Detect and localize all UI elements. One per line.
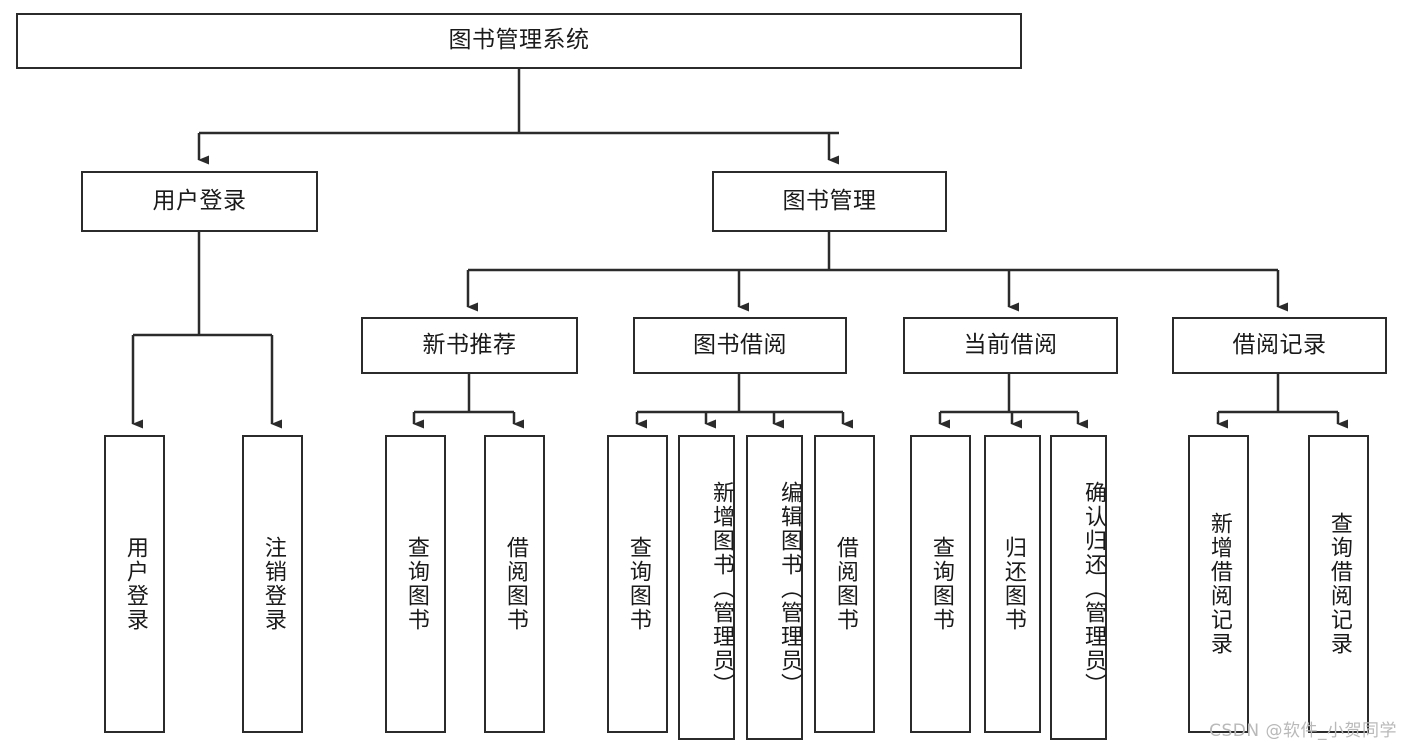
node-leaf-3[interactable]: 借阅图书 bbox=[484, 435, 545, 733]
node-label: 借阅记录 bbox=[1232, 331, 1327, 358]
node-label: 编辑图书（管理员） bbox=[777, 481, 802, 697]
node-label: 图书管理系统 bbox=[448, 27, 590, 54]
node-leaf-12[interactable]: 查询借阅记录 bbox=[1308, 435, 1369, 733]
node-level2-1[interactable]: 图书管理 bbox=[712, 171, 947, 232]
node-label: 查询图书 bbox=[625, 536, 651, 632]
node-label: 当前借阅 bbox=[963, 331, 1058, 358]
node-label: 用户登录 bbox=[152, 187, 247, 214]
node-leaf-5[interactable]: 新增图书（管理员） bbox=[678, 435, 735, 740]
node-root-图书管理系统[interactable]: 图书管理系统 bbox=[16, 13, 1022, 69]
node-leaf-8[interactable]: 查询图书 bbox=[910, 435, 971, 733]
node-leaf-2[interactable]: 查询图书 bbox=[385, 435, 446, 733]
node-leaf-9[interactable]: 归还图书 bbox=[984, 435, 1041, 733]
node-level3-0[interactable]: 新书推荐 bbox=[361, 317, 578, 374]
node-leaf-1[interactable]: 注销登录 bbox=[242, 435, 303, 733]
node-level3-3[interactable]: 借阅记录 bbox=[1172, 317, 1387, 374]
node-level2-0[interactable]: 用户登录 bbox=[81, 171, 318, 232]
node-leaf-4[interactable]: 查询图书 bbox=[607, 435, 668, 733]
node-level3-2[interactable]: 当前借阅 bbox=[903, 317, 1118, 374]
node-label: 查询图书 bbox=[928, 536, 954, 632]
node-label: 查询图书 bbox=[403, 536, 429, 632]
node-label: 新增图书（管理员） bbox=[709, 481, 734, 697]
node-leaf-10[interactable]: 确认归还（管理员） bbox=[1050, 435, 1107, 740]
csdn-watermark: CSDN @软件_小贺同学 bbox=[1209, 721, 1397, 741]
node-label: 注销登录 bbox=[260, 536, 286, 632]
node-leaf-0[interactable]: 用户登录 bbox=[104, 435, 165, 733]
node-label: 归还图书 bbox=[1000, 536, 1026, 632]
node-label: 查询借阅记录 bbox=[1326, 512, 1352, 656]
node-leaf-11[interactable]: 新增借阅记录 bbox=[1188, 435, 1249, 733]
node-level3-1[interactable]: 图书借阅 bbox=[633, 317, 847, 374]
node-label: 图书管理 bbox=[782, 187, 877, 214]
node-label: 借阅图书 bbox=[502, 536, 528, 632]
node-leaf-6[interactable]: 编辑图书（管理员） bbox=[746, 435, 803, 740]
node-label: 借阅图书 bbox=[832, 536, 858, 632]
node-label: 确认归还（管理员） bbox=[1081, 481, 1106, 697]
node-label: 图书借阅 bbox=[693, 331, 787, 358]
node-leaf-7[interactable]: 借阅图书 bbox=[814, 435, 875, 733]
node-label: 新增借阅记录 bbox=[1206, 512, 1232, 656]
node-label: 新书推荐 bbox=[422, 331, 517, 358]
node-label: 用户登录 bbox=[122, 536, 148, 632]
